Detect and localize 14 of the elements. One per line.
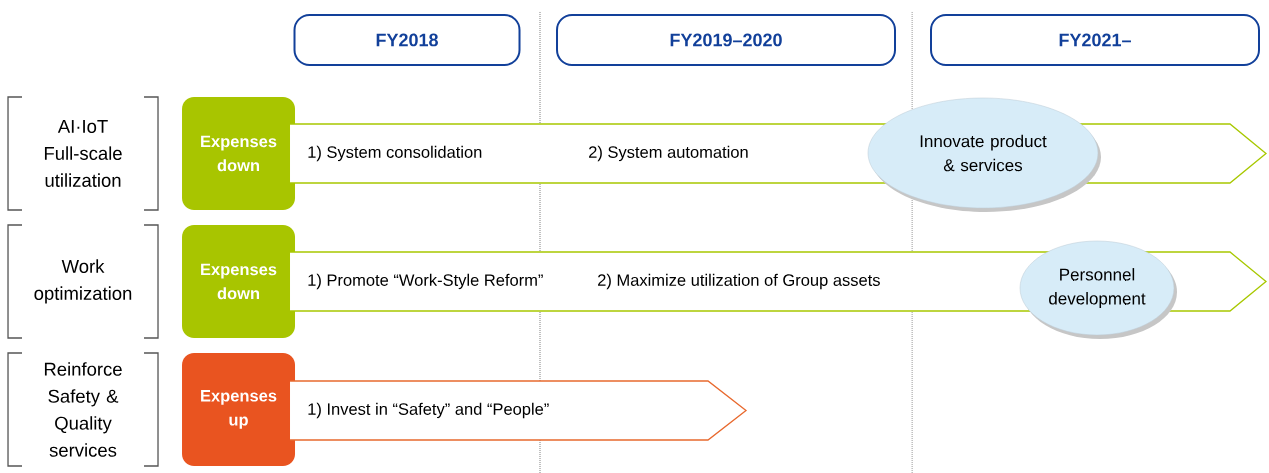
period-header: FY2019–2020	[556, 14, 896, 66]
period-header: FY2021–	[930, 14, 1260, 66]
step-text: 1) Invest in “Safety” and “People”	[308, 402, 549, 419]
expense-box: Expenses down	[182, 225, 295, 338]
bracket-label: Work optimization	[7, 224, 159, 339]
step-text: 1) Promote “Work-Style Reform”	[308, 273, 543, 290]
expense-box: Expenses down	[182, 97, 295, 210]
step-text: 1) System consolidation	[308, 145, 482, 162]
bracket-label: AI·IoT Full-scale utilization	[7, 96, 159, 211]
period-header: FY2018	[293, 14, 521, 66]
bracket-label: Reinforce Safety & Quality services	[7, 352, 159, 467]
expense-box: Expenses up	[182, 353, 295, 466]
step-text: 2) System automation	[589, 145, 748, 162]
step-text: 2) Maximize utilization of Group assets	[598, 273, 880, 290]
